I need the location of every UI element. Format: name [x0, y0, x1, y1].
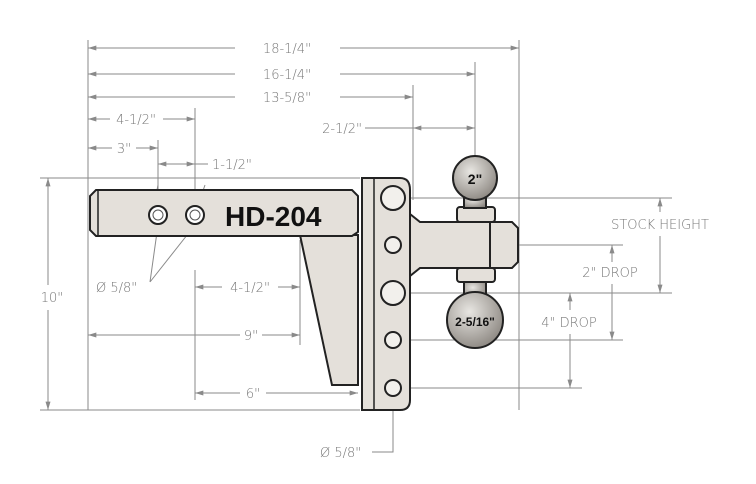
dim-hole-spacing: 1-1/2": [212, 158, 252, 173]
ball-top: [452, 155, 498, 201]
dim-hole-dia-plate: Ø 5/8": [320, 446, 361, 461]
receiver-shank: [89, 189, 359, 237]
dim-hole2: 4-1/2": [116, 113, 156, 128]
dim-plate-to-ball: 2-1/2": [322, 122, 362, 137]
stock-height-label: STOCK HEIGHT: [611, 218, 709, 233]
dim-shank-to-gusset: 9": [244, 329, 258, 344]
drop-4-label: 4" DROP: [541, 316, 597, 331]
model-label: HD-204: [225, 201, 322, 232]
ball-mount: [404, 155, 519, 349]
ball-top-size: 2": [468, 171, 482, 187]
dim-height: 10": [41, 291, 64, 306]
dim-hole1: 3": [117, 142, 131, 157]
dim-hole-dia-shank: Ø 5/8": [96, 281, 137, 296]
shank-hole: [148, 205, 168, 225]
dim-to-top-ball: 16-1/4": [263, 68, 311, 83]
shank-hole: [185, 205, 205, 225]
ball-bottom: [446, 291, 504, 349]
dim-overall: 18-1/4": [263, 42, 311, 57]
dim-to-plate: 13-5/8": [263, 91, 311, 106]
dim-hole-to-gusset: 4-1/2": [230, 281, 270, 296]
dim-gusset-bottom: 6": [246, 387, 260, 402]
gusset: [298, 234, 359, 386]
drop-2-label: 2" DROP: [582, 266, 638, 281]
vertical-plate: [361, 177, 411, 411]
dimension-labels: 18-1/4" 16-1/4" 13-5/8" 4-1/2" 3" 1-1/2"…: [41, 42, 709, 461]
ball-bottom-size: 2-5/16": [455, 315, 495, 329]
